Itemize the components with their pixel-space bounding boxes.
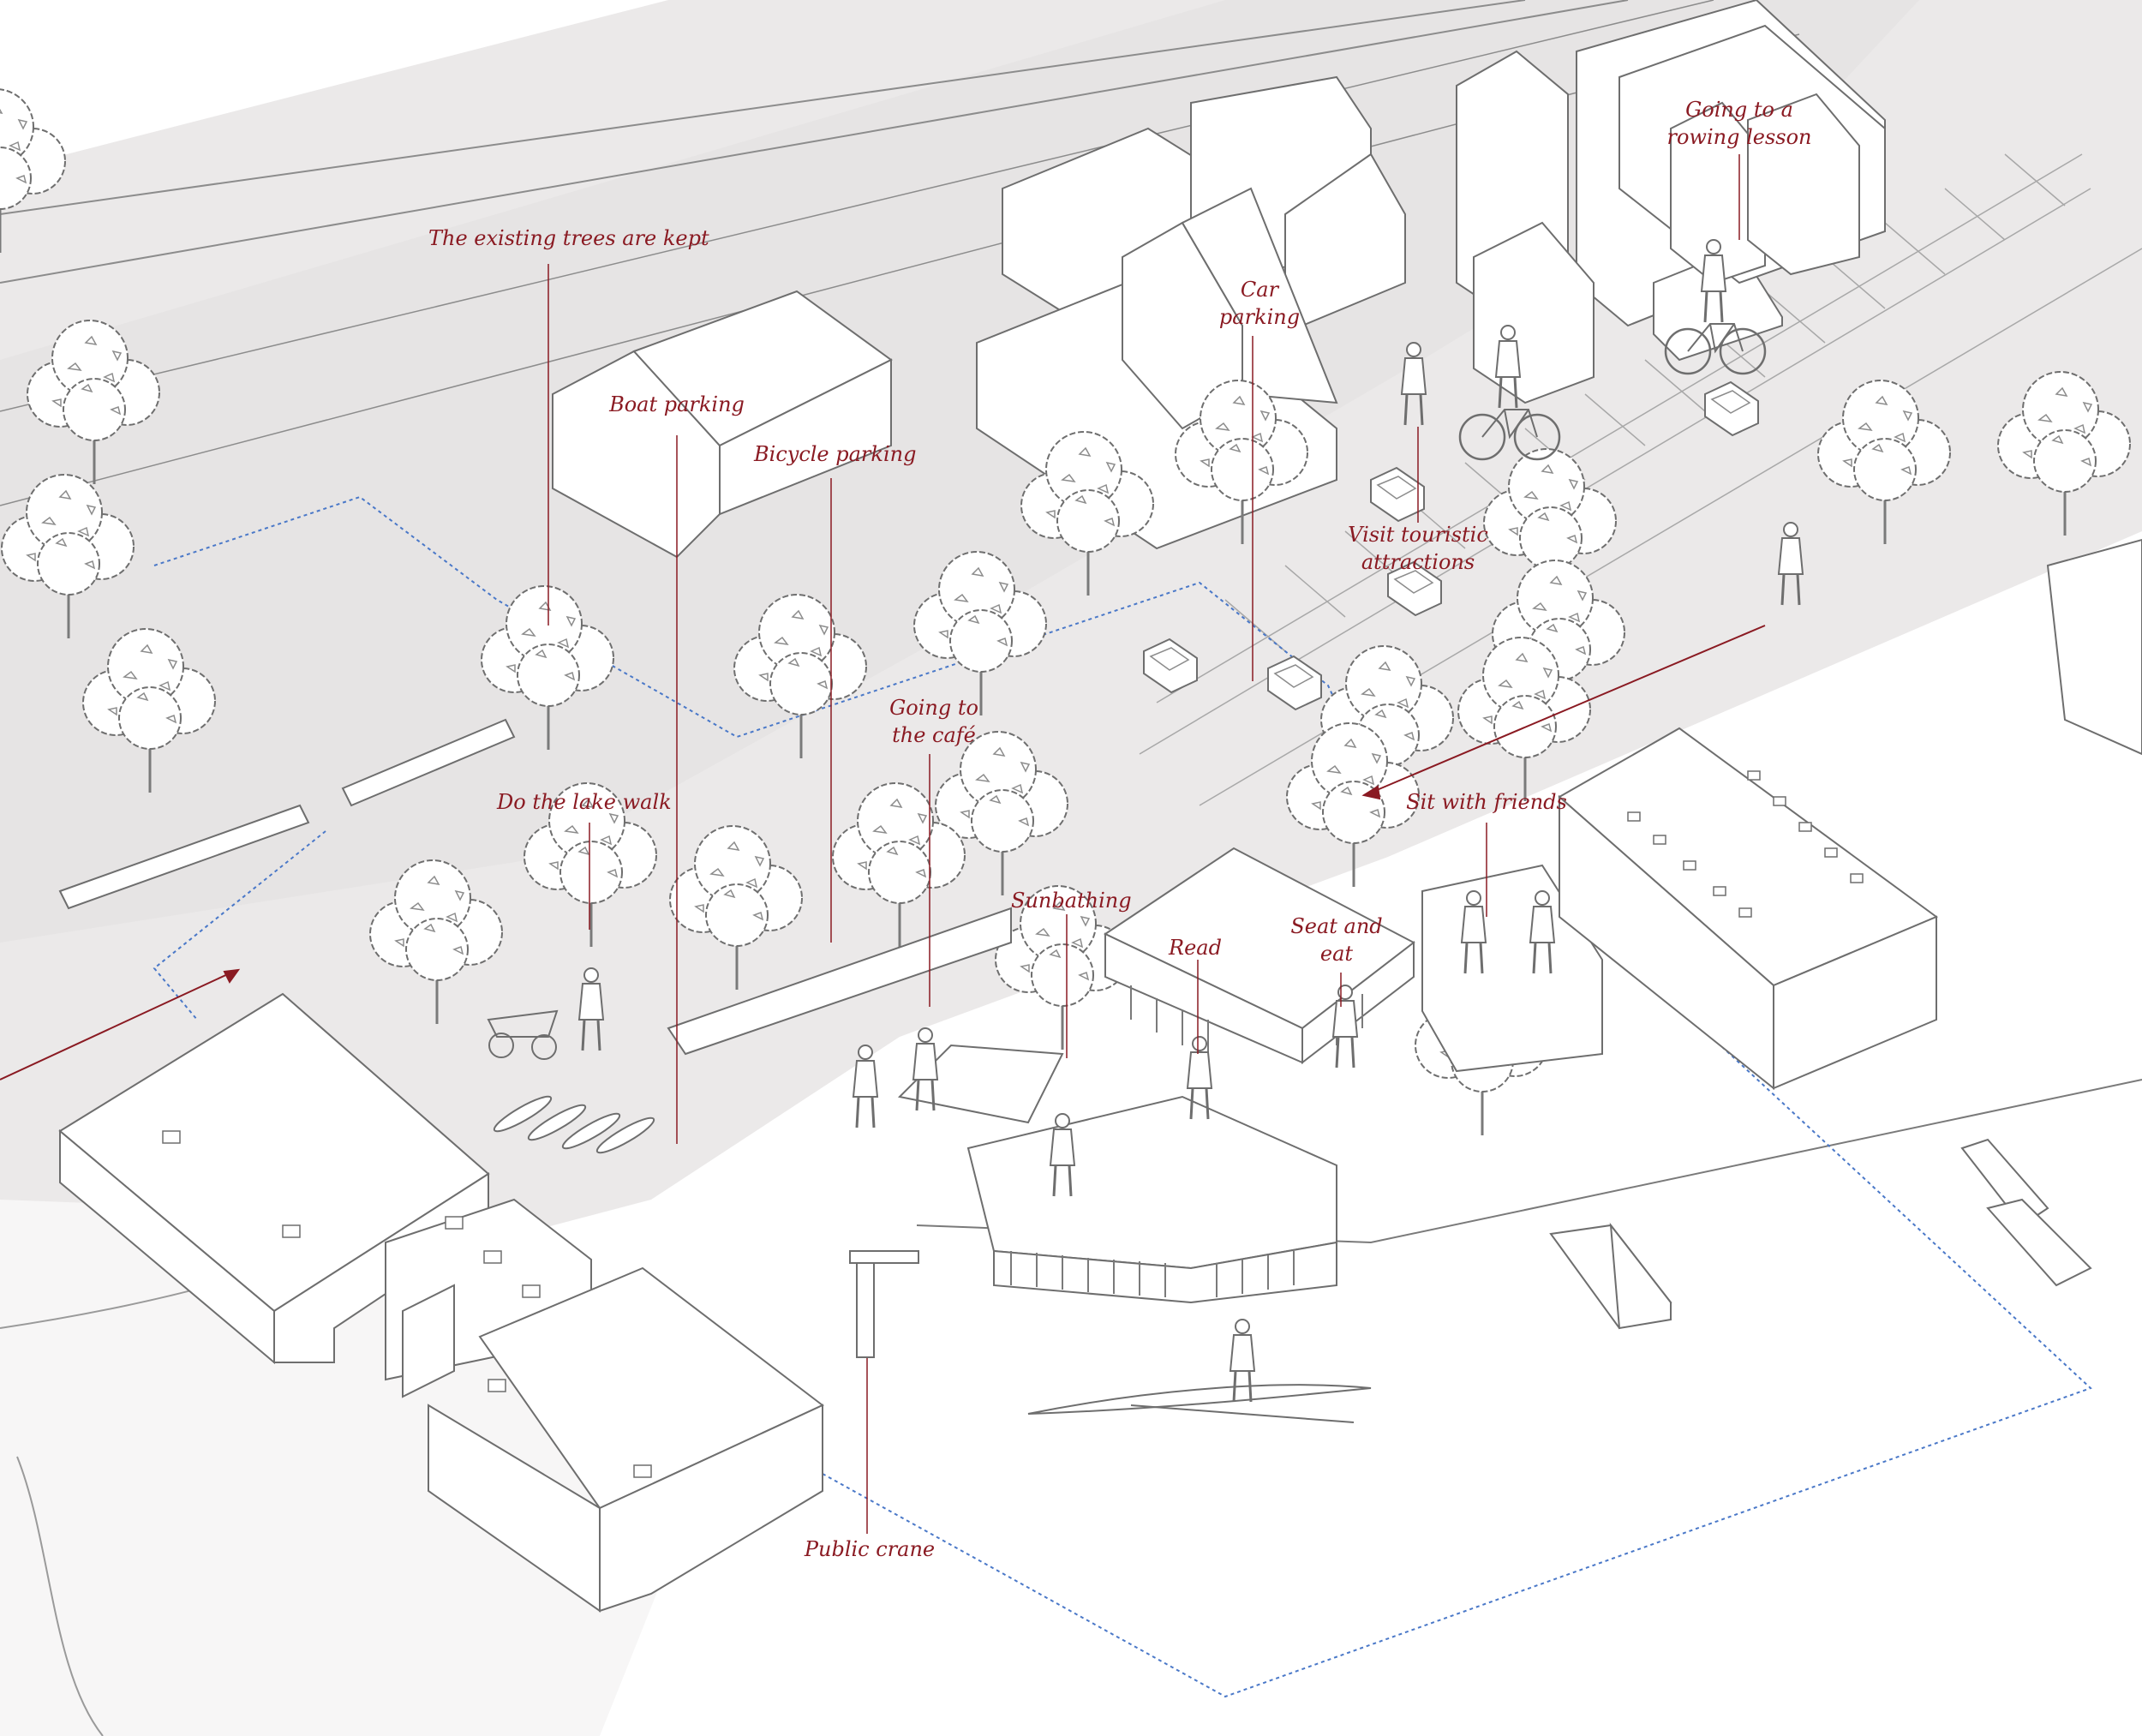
boathouse-right xyxy=(1558,538,2142,1091)
label-read: Read xyxy=(1169,936,1222,960)
road-edge-line xyxy=(0,0,1629,284)
gable-halls xyxy=(552,187,1338,559)
label-sunbathing: Sunbathing xyxy=(1011,889,1132,913)
label-existing-trees: The existing trees are kept xyxy=(428,226,709,250)
site-boundary xyxy=(153,495,2092,1698)
road-edge-line xyxy=(0,0,1526,215)
stroller-icon xyxy=(487,1009,559,1060)
label-public-crane: Public crane xyxy=(804,1537,936,1561)
kayak-icon xyxy=(493,1095,655,1154)
crane-icon xyxy=(849,1250,919,1358)
walk-direction-arrows xyxy=(0,625,1766,1081)
paved-street xyxy=(0,0,1919,943)
lake-walk-benches xyxy=(58,718,1012,1056)
label-boat-parking: Boat parking xyxy=(609,392,745,416)
label-sit-with-friends: Sit with friends xyxy=(1406,790,1567,814)
annotation-leaders xyxy=(547,154,1740,1534)
rowing-boat-icon xyxy=(1027,1318,1372,1423)
boathouses-left xyxy=(58,992,824,1613)
label-bicycle-parking: Bicycle parking xyxy=(754,442,917,466)
boathouse-vents xyxy=(162,1130,652,1478)
road-edge-line xyxy=(0,0,1714,412)
jetties xyxy=(1549,1138,2092,1330)
cafe-facade-mullions xyxy=(1010,985,1363,1297)
label-lake-walk: Do the lake walk xyxy=(497,790,672,814)
boathouse-skylights xyxy=(1627,770,1864,918)
rowing-club-sheds xyxy=(1618,24,1886,284)
